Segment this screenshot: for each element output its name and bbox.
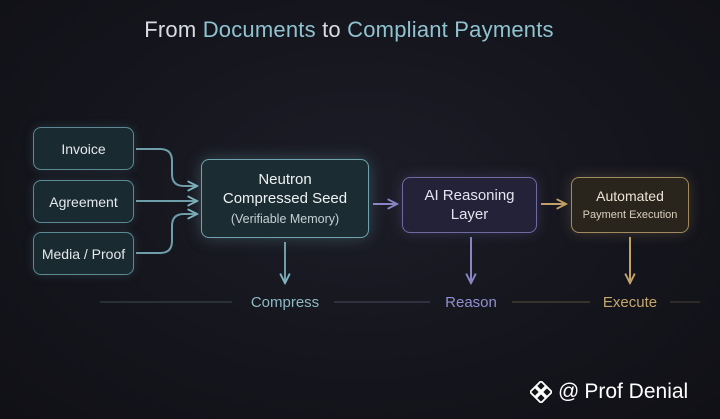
binance-diamond-icon [530,381,552,403]
source-agreement-label: Agreement [49,193,118,210]
arrow-invoice-to-neutron [136,148,196,186]
source-invoice-label: Invoice [61,140,106,157]
source-agreement: Agreement [33,180,134,223]
neutron-title-line2: Compressed Seed [222,189,348,207]
title-part-from: From [144,17,203,42]
page-title: From Documents to Compliant Payments [0,17,698,43]
neutron-seed-box: Neutron Compressed Seed (Verifiable Memo… [201,159,369,238]
title-part-documents: Documents [202,17,316,42]
watermark-at: @ [558,380,580,403]
source-media-proof-label: Media / Proof [41,245,126,262]
automated-title: Automated [596,187,664,204]
ai-title-line1: AI Reasoning [424,187,515,204]
automated-subtitle: Payment Execution [582,208,678,221]
watermark: @ Prof Denial [530,380,688,404]
automated-payment-box: Automated Payment Execution [571,177,689,233]
stage-compress: Compress [250,294,320,311]
stage-reason: Reason [445,294,497,311]
title-part-compliant-payments: Compliant Payments [347,17,554,42]
ai-reasoning-box: AI Reasoning Layer [402,177,537,233]
stage-execute: Execute [602,294,658,311]
neutron-subtitle: (Verifiable Memory) [230,211,340,226]
arrow-media-to-neutron [136,214,196,254]
neutron-title-line1: Neutron [258,170,312,188]
watermark-name: Prof Denial [584,380,689,403]
ai-title-line2: Layer [450,206,489,223]
source-invoice: Invoice [33,127,134,170]
title-part-to: to [315,17,348,42]
source-media-proof: Media / Proof [33,232,134,275]
